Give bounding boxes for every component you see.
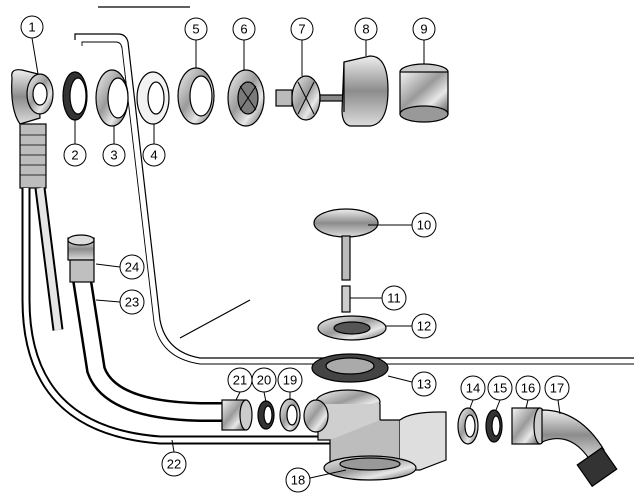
callout-7: 7 <box>290 17 314 41</box>
callout-15: 15 <box>487 375 513 401</box>
callout-label: 17 <box>550 381 564 396</box>
rotary-knob-7 <box>275 75 347 121</box>
callout-label: 13 <box>417 377 431 392</box>
callout-16: 16 <box>515 375 541 401</box>
callout-label: 6 <box>240 22 247 37</box>
callout-label: 19 <box>283 373 297 388</box>
callout-label: 9 <box>420 22 427 37</box>
inlet-hose <box>72 278 230 422</box>
callout-label: 24 <box>125 260 139 275</box>
callout-label: 8 <box>362 22 369 37</box>
callout-label: 14 <box>466 381 480 396</box>
ring-19 <box>279 398 301 432</box>
callout-6: 6 <box>232 17 256 41</box>
washer-4 <box>136 71 170 125</box>
callout-12: 12 <box>411 313 437 339</box>
plug-stem-11 <box>341 285 351 313</box>
side-port <box>303 399 329 433</box>
callout-1: 1 <box>20 15 44 39</box>
callout-10: 10 <box>411 212 437 238</box>
callout-label: 5 <box>192 22 199 37</box>
callout-11: 11 <box>381 285 407 311</box>
callout-label: 10 <box>417 218 431 233</box>
callout-18: 18 <box>285 467 311 493</box>
trap-nut-18 <box>323 455 417 481</box>
washer-20 <box>257 400 275 430</box>
callout-2: 2 <box>63 143 87 167</box>
drain-flange-12 <box>317 315 387 341</box>
cover-cap-8 <box>341 55 389 127</box>
callout-20: 20 <box>251 367 277 393</box>
ring-14 <box>457 407 479 445</box>
callout-label: 16 <box>521 381 535 396</box>
union-nut-21 <box>221 399 253 431</box>
callout-label: 22 <box>167 457 181 472</box>
callout-5: 5 <box>184 17 208 41</box>
outlet-elbow-17 <box>541 409 618 488</box>
overflow-drain-tube <box>21 187 330 445</box>
callout-13: 13 <box>411 371 437 397</box>
callout-23: 23 <box>119 289 145 315</box>
callout-label: 18 <box>291 473 305 488</box>
callouts: 1 2 3 4 5 6 7 8 9 10 11 12 13 14 15 16 1… <box>20 15 570 493</box>
union-nut-16 <box>511 407 547 445</box>
callout-4: 4 <box>142 143 166 167</box>
leader-lines <box>31 37 561 479</box>
ring-3 <box>95 69 129 127</box>
callout-label: 11 <box>387 291 401 306</box>
callout-label: 15 <box>493 381 507 396</box>
callout-label: 2 <box>71 148 78 163</box>
callout-17: 17 <box>544 375 570 401</box>
callout-9: 9 <box>412 17 436 41</box>
inlet-nut <box>67 234 95 283</box>
drain-gasket-13 <box>311 353 389 383</box>
callout-label: 3 <box>110 148 117 163</box>
drain-plug-10 <box>313 208 379 281</box>
callout-19: 19 <box>277 367 303 393</box>
overflow-body-6 <box>227 69 265 127</box>
washer-15 <box>485 409 503 443</box>
callout-24: 24 <box>119 254 145 280</box>
nut-5 <box>177 67 215 125</box>
callout-label: 7 <box>298 22 305 37</box>
overflow-elbow <box>11 69 54 189</box>
callout-label: 1 <box>28 20 35 35</box>
callout-14: 14 <box>460 375 486 401</box>
callout-8: 8 <box>354 17 378 41</box>
callout-3: 3 <box>102 143 126 167</box>
callout-label: 4 <box>150 148 157 163</box>
callout-label: 20 <box>257 373 271 388</box>
callout-label: 23 <box>125 295 139 310</box>
gasket-2 <box>62 71 88 121</box>
trim-ring-9 <box>399 63 449 123</box>
callout-label: 12 <box>417 319 431 334</box>
bathtub-outline <box>74 6 634 365</box>
callout-label: 21 <box>233 373 247 388</box>
callout-22: 22 <box>161 451 187 477</box>
callout-21: 21 <box>227 367 253 393</box>
